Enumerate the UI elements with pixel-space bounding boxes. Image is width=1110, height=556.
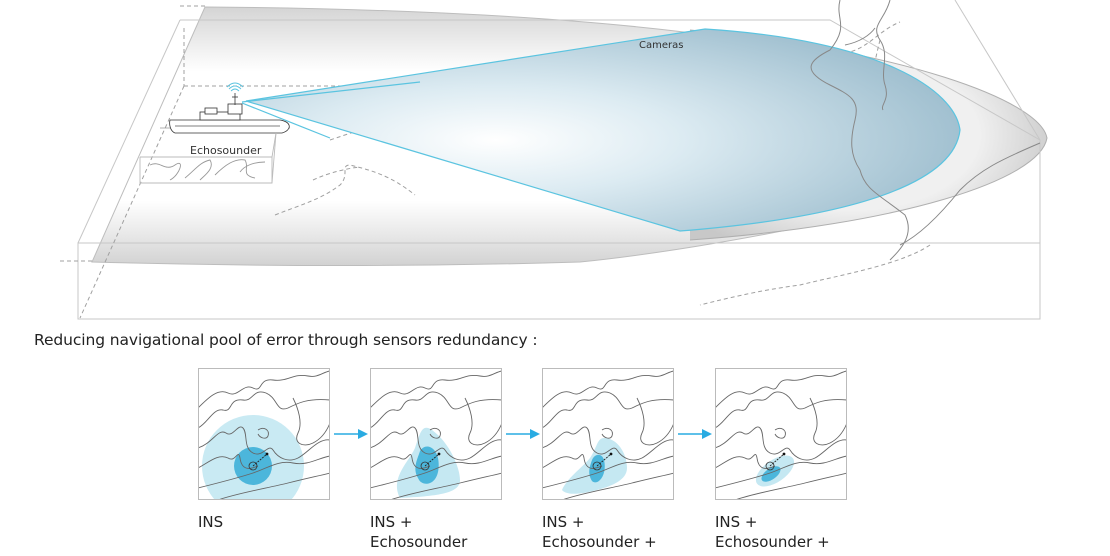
contour-line bbox=[370, 426, 502, 461]
signal-icon bbox=[226, 82, 244, 92]
camera-rays bbox=[241, 81, 421, 139]
coastline bbox=[810, 0, 1041, 261]
contour-line bbox=[257, 427, 269, 439]
contour-line bbox=[715, 455, 847, 489]
contour-line bbox=[715, 426, 847, 461]
contour-line bbox=[542, 455, 674, 489]
position-marker-icon bbox=[592, 452, 613, 471]
contour-line bbox=[601, 427, 613, 439]
contour-line bbox=[217, 472, 330, 500]
caption-line: Echosounder + bbox=[542, 533, 657, 551]
contour-line bbox=[715, 391, 847, 429]
arrow-right-icon bbox=[334, 425, 368, 439]
echosounder-label: Echosounder bbox=[190, 144, 262, 157]
section-title: Reducing navigational pool of error thro… bbox=[34, 331, 538, 349]
contour-line bbox=[734, 472, 847, 500]
caption-ins-echosounder-plus: INS + Echosounder + bbox=[542, 512, 657, 552]
position-marker-icon bbox=[248, 452, 269, 471]
contour-line bbox=[370, 455, 502, 489]
contour-line bbox=[292, 397, 330, 446]
ship-icon bbox=[160, 93, 290, 134]
arrow-right-icon bbox=[506, 425, 540, 439]
error-panel-ins-echosounder-plus bbox=[542, 368, 674, 500]
caption-line: Echosounder bbox=[370, 533, 468, 551]
error-panel-ins bbox=[198, 368, 330, 500]
box-outline bbox=[77, 0, 1041, 320]
contour-line bbox=[198, 370, 330, 409]
contour-line bbox=[370, 370, 502, 409]
error-panel-ins-echosounder bbox=[370, 368, 502, 500]
contour-line bbox=[389, 472, 502, 500]
camera-coverage bbox=[245, 28, 961, 232]
position-marker-icon bbox=[420, 452, 441, 471]
contour-line bbox=[542, 454, 603, 469]
cameras-label: Cameras bbox=[639, 40, 684, 51]
contour-line bbox=[809, 397, 847, 446]
map-icon bbox=[198, 368, 330, 500]
contour-line bbox=[370, 454, 431, 469]
map-icon bbox=[370, 368, 502, 500]
contour-line bbox=[198, 426, 330, 461]
caption-line: INS bbox=[198, 513, 224, 531]
arrow-right-icon bbox=[678, 425, 712, 439]
position-marker-icon bbox=[765, 452, 786, 471]
contour-line bbox=[370, 391, 502, 429]
caption-line: INS + bbox=[370, 513, 413, 531]
caption-line: Echosounder + bbox=[715, 533, 830, 551]
echosounder-block bbox=[139, 132, 277, 184]
contour-line bbox=[561, 472, 674, 500]
caption-ins: INS bbox=[198, 512, 223, 532]
contour-line bbox=[715, 370, 847, 409]
contour-line bbox=[198, 454, 259, 469]
contour-line bbox=[542, 426, 674, 461]
contour-line bbox=[198, 455, 330, 489]
contour-line bbox=[774, 427, 786, 439]
sensor-coverage-scene bbox=[60, 0, 1048, 320]
caption-ins-echosounder: INS + Echosounder bbox=[370, 512, 467, 552]
contour-line bbox=[715, 454, 776, 469]
contour-line bbox=[198, 391, 330, 429]
pool-inner bbox=[761, 466, 781, 482]
contour-line bbox=[542, 391, 674, 429]
contour-line bbox=[429, 427, 441, 439]
contour-line bbox=[464, 397, 502, 446]
error-panel-all-sensors bbox=[715, 368, 847, 500]
contour-line bbox=[542, 370, 674, 409]
caption-line: INS + bbox=[715, 513, 758, 531]
caption-line: INS + bbox=[542, 513, 585, 531]
map-icon bbox=[542, 368, 674, 500]
pool-inner bbox=[589, 454, 605, 483]
contour-line bbox=[636, 397, 674, 446]
map-icon bbox=[715, 368, 847, 500]
caption-all-sensors: INS + Echosounder + bbox=[715, 512, 830, 552]
